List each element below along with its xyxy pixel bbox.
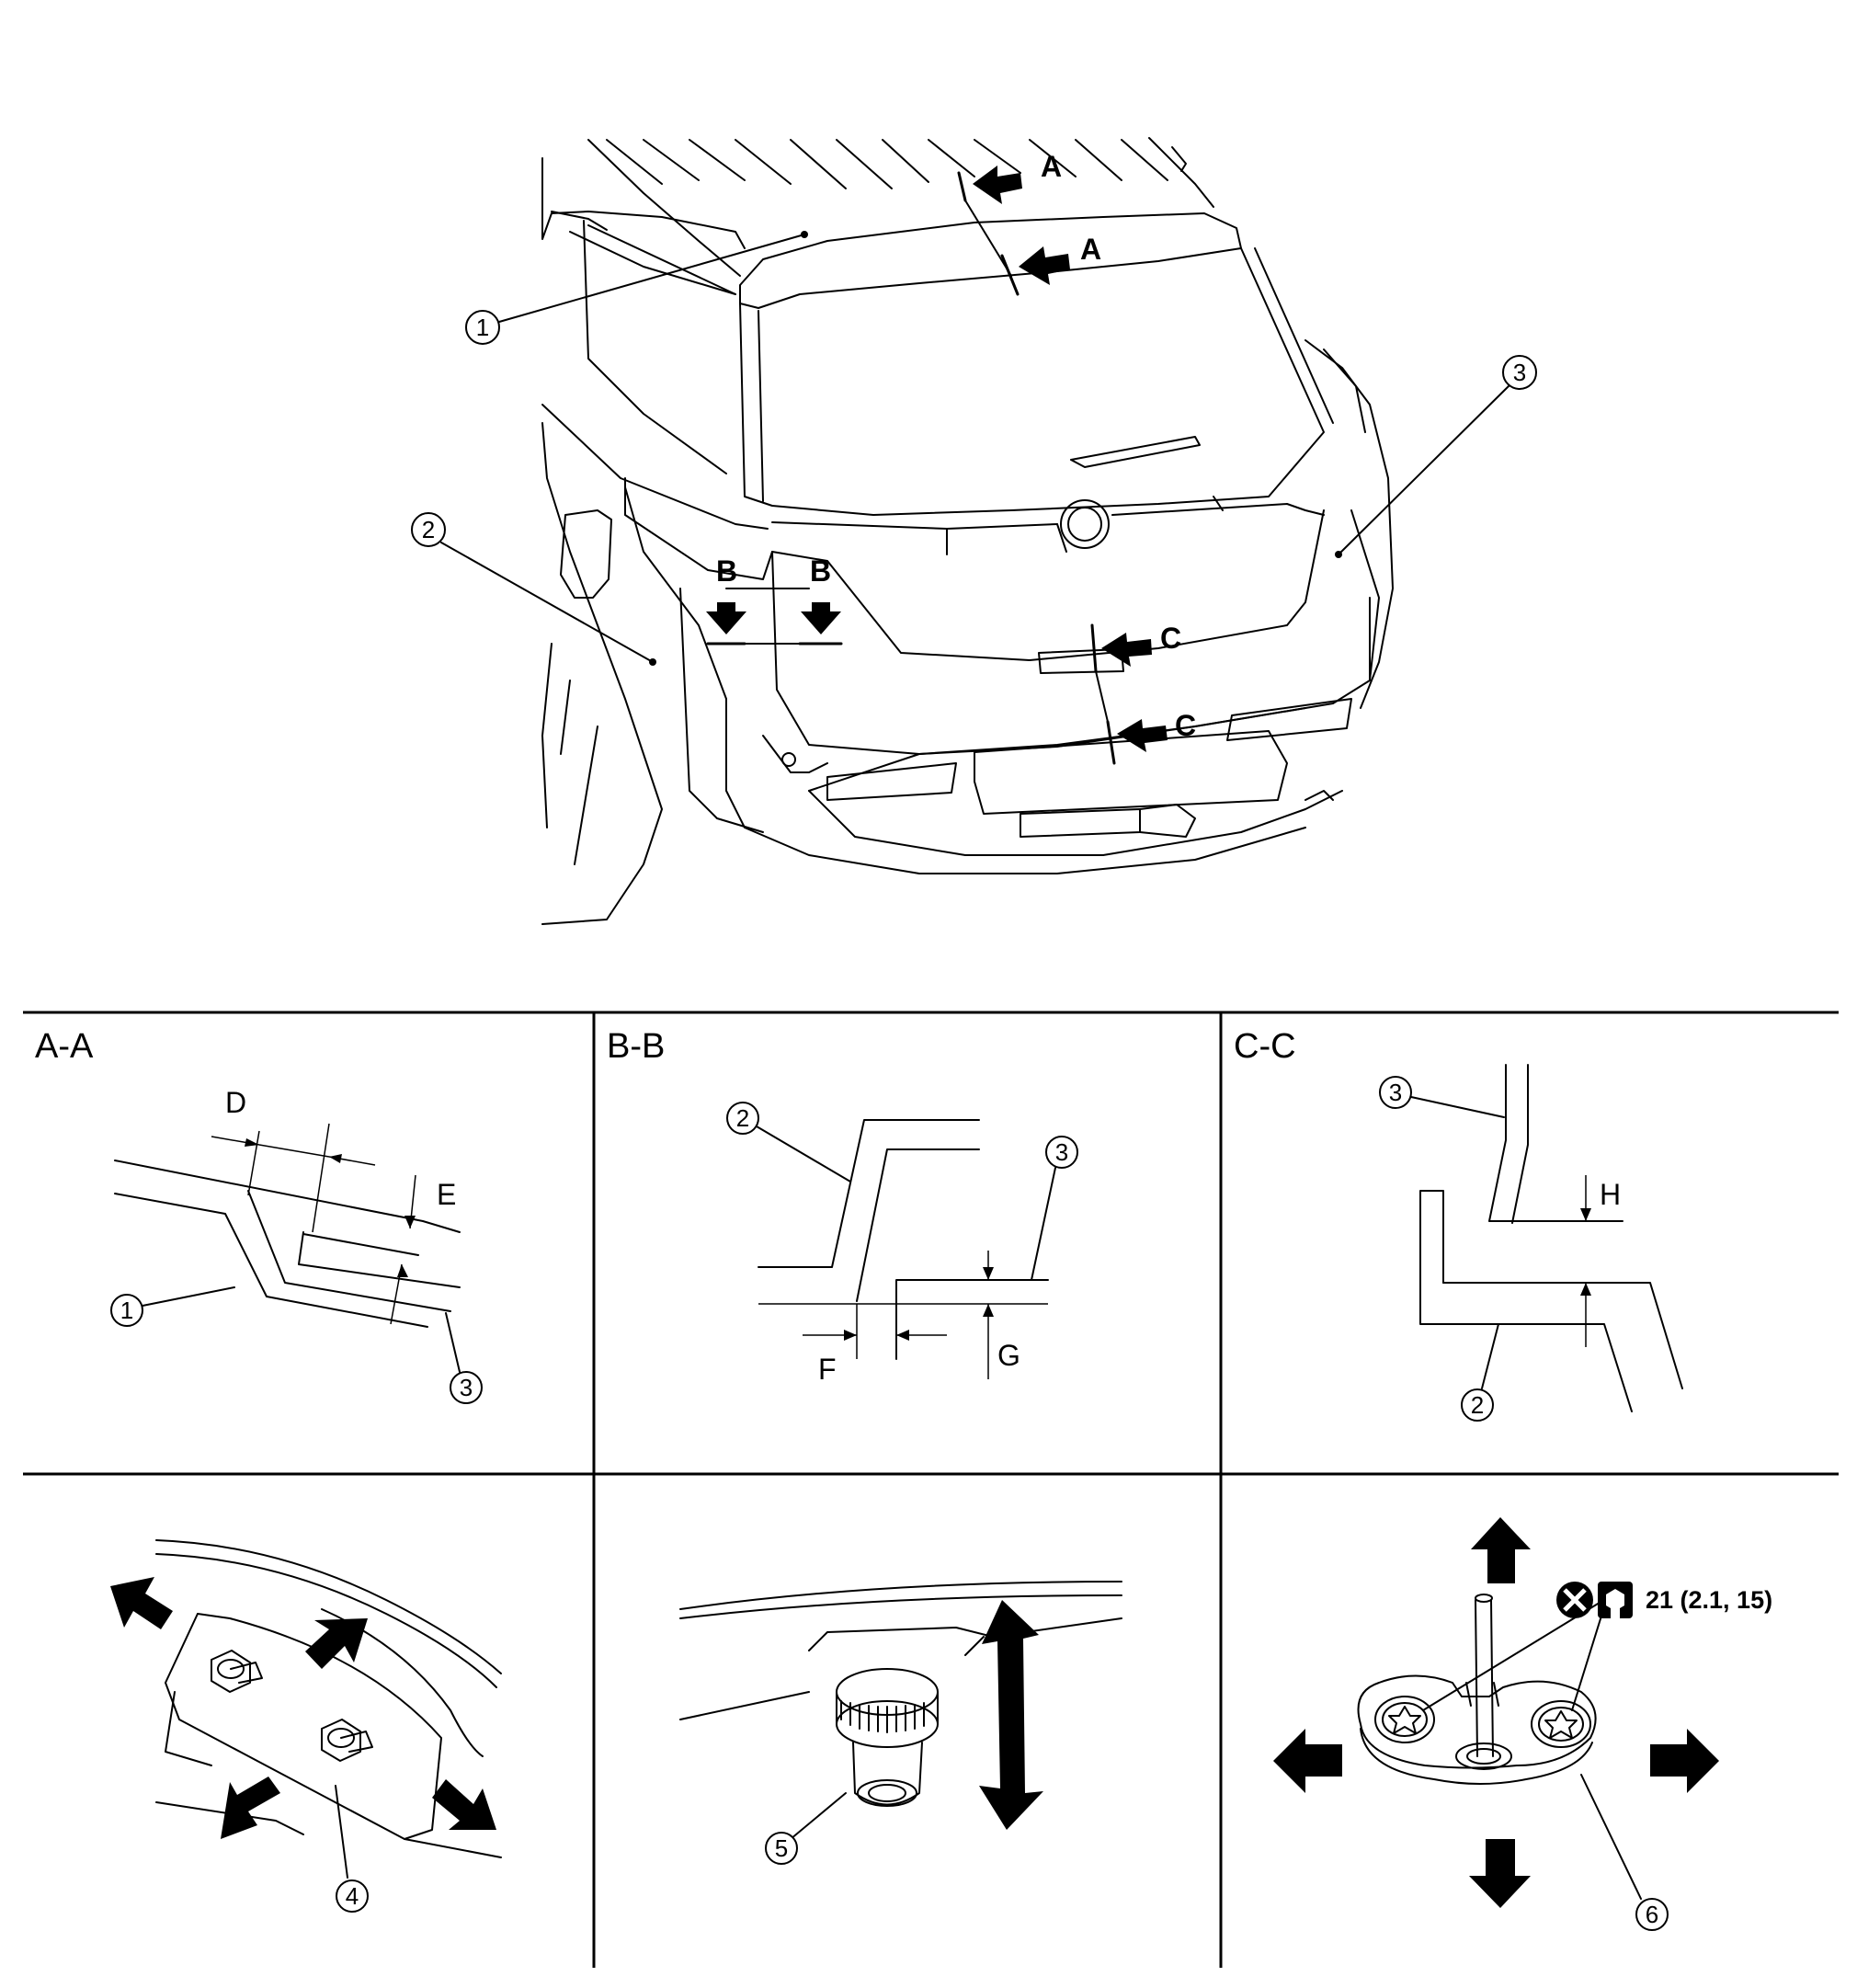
move-arrow-down-left: [221, 1777, 280, 1839]
view-markers: A A B B C C: [706, 150, 1196, 765]
svg-text:6: 6: [1646, 1901, 1658, 1928]
section-a-a: A-A D E 1 3: [35, 1027, 483, 1404]
view-label-a1: A: [1041, 150, 1062, 183]
callout-3: [1502, 355, 1537, 390]
callout-6: [1635, 1898, 1669, 1931]
svg-text:2: 2: [422, 516, 435, 543]
svg-text:3: 3: [1513, 359, 1526, 386]
torque-wrench-icon: [1598, 1582, 1633, 1620]
arrow-marker-c1: [1101, 633, 1152, 667]
dim-label-h: H: [1600, 1178, 1621, 1211]
striker-screw-left: [1374, 1696, 1435, 1743]
arrow-marker-b2: [801, 602, 841, 634]
svg-text:3: 3: [460, 1374, 473, 1401]
callout-c-3: [1379, 1076, 1412, 1109]
arrow-marker-a1: [973, 166, 1022, 204]
view-label-a2: A: [1080, 233, 1101, 266]
detail-bumper: 5: [679, 1581, 1122, 1865]
section-title-c-c: C-C: [1234, 1027, 1296, 1066]
move-arrow-up-right: [305, 1618, 368, 1669]
section-title-a-a: A-A: [35, 1027, 94, 1066]
move-arrow-down: [1469, 1839, 1531, 1908]
svg-text:4: 4: [346, 1882, 359, 1910]
arrow-marker-c2: [1117, 719, 1168, 752]
svg-text:3: 3: [1389, 1079, 1402, 1106]
detail-striker: 21 (2.1, 15) 6: [1273, 1517, 1772, 1931]
bumper-stopper: [836, 1668, 939, 1807]
move-arrow-right: [1650, 1729, 1719, 1793]
torque-spec: 21 (2.1, 15): [1646, 1586, 1772, 1614]
callout-a-3: [450, 1371, 483, 1404]
striker-screw-right: [1531, 1700, 1591, 1748]
vehicle-rear-view: [541, 137, 1394, 925]
callout-a-1: [110, 1294, 143, 1327]
do-not-reuse-icon: [1556, 1582, 1593, 1618]
callout-b-2: [726, 1102, 759, 1135]
callout-2: [411, 512, 446, 547]
arrow-marker-b1: [706, 602, 746, 634]
dim-label-d: D: [225, 1086, 246, 1119]
dim-label-g: G: [997, 1339, 1020, 1372]
view-label-b2: B: [810, 554, 831, 588]
svg-text:2: 2: [736, 1104, 749, 1132]
hinge-bolt-lower: [321, 1719, 373, 1762]
svg-text:2: 2: [1471, 1391, 1484, 1419]
dim-label-f: F: [818, 1353, 837, 1386]
svg-text:5: 5: [775, 1834, 788, 1862]
move-arrow-down-right: [432, 1779, 496, 1830]
callout-b-3: [1045, 1136, 1078, 1169]
view-label-b1: B: [716, 554, 737, 588]
detail-hinge: 4: [110, 1539, 502, 1913]
callout-1: [465, 310, 500, 345]
callout-c-2: [1461, 1388, 1494, 1422]
view-label-c1: C: [1160, 622, 1181, 655]
callout-5: [765, 1832, 798, 1865]
section-title-b-b: B-B: [607, 1027, 665, 1066]
hinge-bolt-upper: [211, 1650, 263, 1693]
up-down-arrow-icon: [979, 1600, 1043, 1830]
move-arrow-left: [1273, 1729, 1342, 1793]
section-grid: [23, 1011, 1839, 1968]
move-arrow-up-left: [110, 1577, 173, 1629]
svg-text:3: 3: [1055, 1138, 1068, 1166]
view-label-c2: C: [1175, 709, 1196, 742]
section-b-b: B-B F G 2 3: [607, 1027, 1078, 1386]
svg-text:1: 1: [476, 314, 489, 341]
section-c-c: C-C H 3 2: [1234, 1027, 1683, 1422]
move-arrow-up: [1471, 1517, 1531, 1583]
main-callouts: 1 2 3: [411, 231, 1537, 666]
arrow-marker-a2: [1019, 246, 1070, 285]
dim-label-e: E: [437, 1178, 456, 1211]
svg-text:1: 1: [120, 1297, 133, 1324]
callout-4: [336, 1879, 369, 1913]
